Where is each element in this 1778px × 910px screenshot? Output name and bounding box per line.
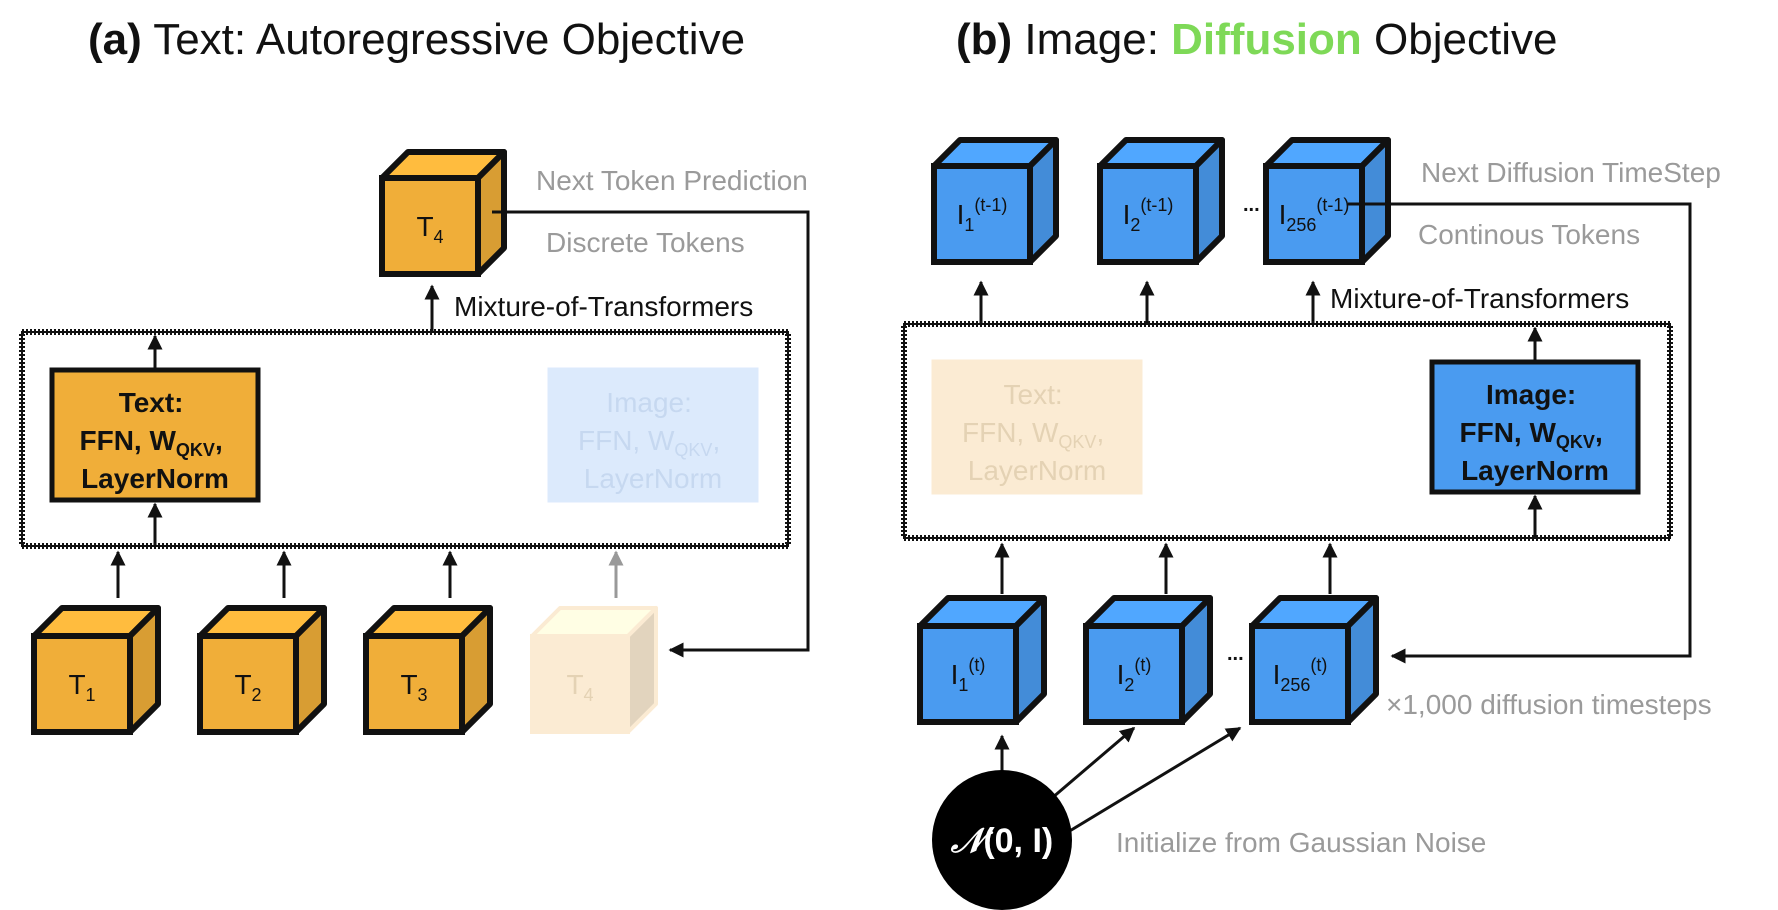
output-token-i2: I2(t-1) <box>1097 137 1225 265</box>
discrete-tokens-label: Discrete Tokens <box>546 227 745 258</box>
mixture-of-transformers-label: Mixture-of-Transformers <box>454 291 753 322</box>
panel-b-title: (b) Image: Diffusion Objective <box>956 15 1557 64</box>
initialize-from-noise-label: Initialize from Gaussian Noise <box>1116 827 1486 858</box>
output-token-t4: T4 <box>379 149 507 277</box>
input-ellipsis: ... <box>1227 643 1244 665</box>
next-diffusion-timestep-label: Next Diffusion TimeStep <box>1421 157 1721 188</box>
cube-front-face <box>1083 623 1185 725</box>
cube-front-face <box>197 633 299 735</box>
output-token-cube: T4 <box>379 149 507 277</box>
text-module-b-label: Text: FFN, WQKV, LayerNorm <box>962 379 1112 486</box>
cube-side-face <box>1193 137 1225 265</box>
image-module-a-faded <box>547 367 759 503</box>
feedback-loop-arrow-b <box>1348 202 1692 664</box>
cube-front-face <box>1249 623 1351 725</box>
output-token-i256: I256(t-1) <box>1263 137 1391 265</box>
output-token-row-b: I1(t-1) I2(t-1) I256(t-1) <box>931 137 1391 265</box>
cube-side-face <box>1359 137 1391 265</box>
token-label: I256(t-1) <box>1279 195 1350 235</box>
output-ellipsis: ... <box>1243 194 1260 216</box>
token-label: I2(t) <box>1117 655 1152 695</box>
panel-b-title-mid: Image: <box>1012 15 1171 64</box>
next-token-prediction-label: Next Token Prediction <box>536 165 808 196</box>
panel-a: (a) Text: Autoregressive Objective T4 Ne… <box>19 15 810 735</box>
cube-front-face <box>917 623 1019 725</box>
text-module-a <box>49 367 261 503</box>
cube-front-face <box>31 633 133 735</box>
cube-front-face <box>1097 163 1199 265</box>
cube-front-face <box>1263 163 1365 265</box>
input-token-t2: T2 <box>197 605 327 735</box>
image-module-a-label: Image: FFN, WQKV, LayerNorm <box>578 387 728 494</box>
token-label: I2(t-1) <box>1123 195 1174 235</box>
mixture-of-transformers-label-b: Mixture-of-Transformers <box>1330 283 1629 314</box>
arrow-noise-to-i256 <box>1067 726 1242 834</box>
mot-block-a-outline <box>21 331 789 547</box>
input-token-t4-faded: T4 <box>530 606 658 734</box>
token-label: I1(t-1) <box>957 195 1008 235</box>
arrow-noise-to-i2 <box>1051 726 1136 800</box>
input-token-row-a: T1 T2 T3 T4 <box>31 605 658 735</box>
input-token-t3: T3 <box>363 605 493 735</box>
token-label: T4 <box>416 211 443 247</box>
panel-b-title-prefix: (b) <box>956 15 1012 64</box>
diffusion-timesteps-label: ×1,000 diffusion timesteps <box>1386 689 1712 720</box>
input-token-i256: I256(t) <box>1249 595 1379 725</box>
feedback-loop-arrow <box>492 210 810 658</box>
token-label: T1 <box>68 669 95 705</box>
image-module-b <box>1429 359 1641 495</box>
token-label: T2 <box>234 669 261 705</box>
output-token-i1: I1(t-1) <box>931 137 1059 265</box>
token-label: I256(t) <box>1273 655 1328 695</box>
token-label: T4 <box>566 669 593 705</box>
cube-front-face <box>363 633 465 735</box>
input-token-i2: I2(t) <box>1083 595 1213 725</box>
panel-a-title-rest: Text: Autoregressive Objective <box>142 15 745 64</box>
mot-block-b-outline <box>903 323 1671 539</box>
text-module-a-label: Text: FFN, WQKV, LayerNorm <box>80 387 231 494</box>
cube-side-face <box>1027 137 1059 265</box>
panel-a-title-prefix: (a) <box>88 15 142 64</box>
continuous-tokens-label: Continous Tokens <box>1418 219 1640 250</box>
gaussian-noise-node <box>932 770 1072 910</box>
image-module-b-label: Image: FFN, WQKV, LayerNorm <box>1460 379 1611 486</box>
panel-b: (b) Image: Diffusion Objective I1(t-1) I2… <box>901 15 1721 910</box>
cube-front-face <box>931 163 1033 265</box>
token-label: T3 <box>400 669 427 705</box>
cube-front-face <box>379 175 481 277</box>
input-token-row-b: I1(t) I2(t) I256(t) <box>917 595 1379 725</box>
cube-front-face <box>530 634 630 734</box>
token-label: I1(t) <box>951 655 986 695</box>
text-module-b-faded <box>931 359 1143 495</box>
panel-b-title-end: Objective <box>1362 15 1558 64</box>
gaussian-noise-node-label: 𝒩(0, I) <box>950 821 1053 861</box>
input-token-t1: T1 <box>31 605 161 735</box>
panel-b-title-accent: Diffusion <box>1171 15 1362 64</box>
input-token-i1: I1(t) <box>917 595 1047 725</box>
panel-a-title: (a) Text: Autoregressive Objective <box>88 15 745 64</box>
